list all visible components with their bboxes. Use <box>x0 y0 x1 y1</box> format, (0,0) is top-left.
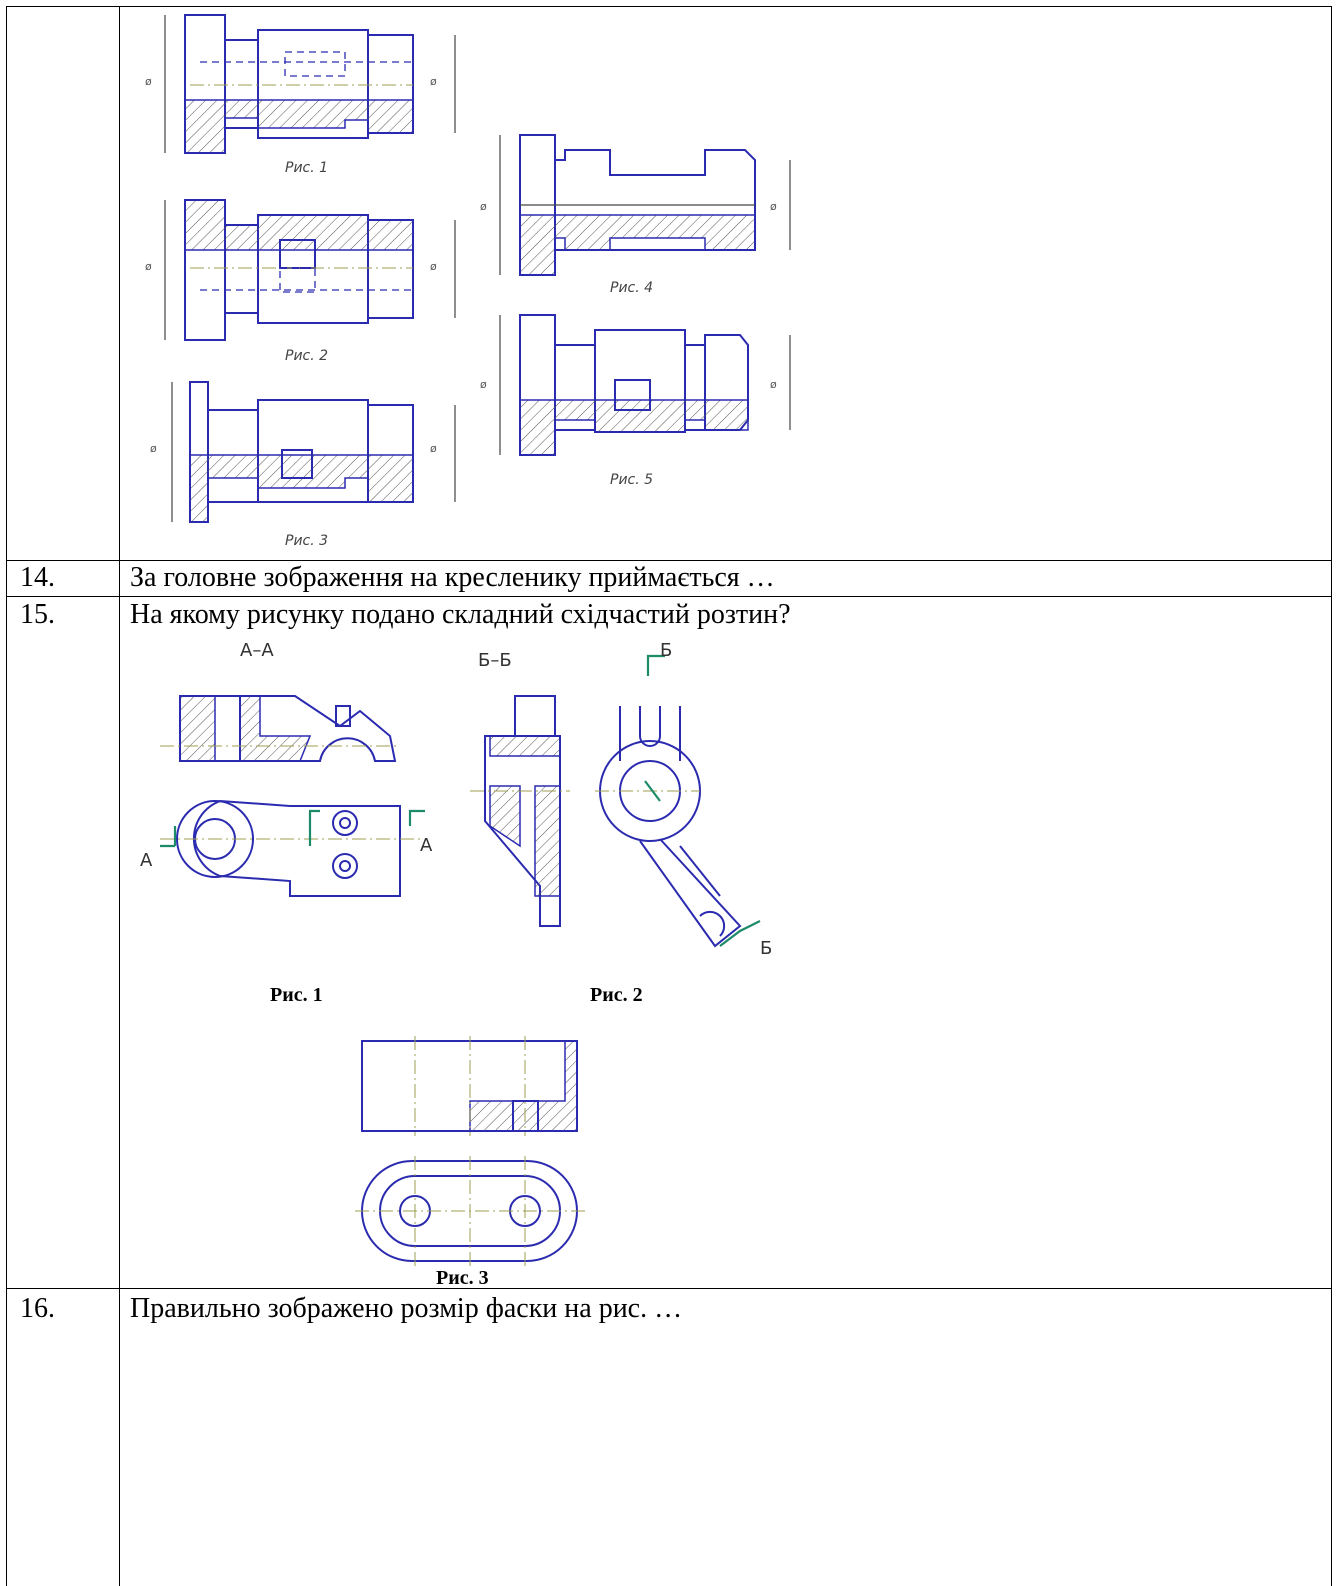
row-divider <box>6 560 1332 561</box>
q15-cut-label-a-left: А <box>140 850 153 871</box>
q13-fig5-caption: Рис. 5 <box>610 472 653 488</box>
q13-fig4-drawing: ø ø <box>480 134 791 276</box>
q13-fig5-diameter-left: ø <box>480 378 487 391</box>
q15-cut-label-a-right: А <box>420 835 433 856</box>
q13-fig3-drawing: ø ø <box>150 381 456 523</box>
q15-fig2-drawing: Б–Б Б Б <box>470 640 772 959</box>
q13-fig1-diameter-left: ø <box>145 75 152 88</box>
q15-section-label-bb: Б–Б <box>478 650 512 671</box>
q13-fig4-caption: Рис. 4 <box>610 280 653 296</box>
q15-fig3-drawing <box>355 1036 585 1266</box>
q15-figures: А–А А А Рис. 1 Б–Б Б <box>140 640 772 1289</box>
q15-fig1-drawing: А–А А А <box>140 640 433 897</box>
question-14-text: За головне зображення на кресленику прий… <box>130 562 775 593</box>
column-divider <box>119 6 120 1586</box>
q13-fig4-diameter-left: ø <box>480 200 487 213</box>
q13-fig1-drawing: ø ø <box>145 14 456 154</box>
q13-fig1-caption: Рис. 1 <box>285 160 328 176</box>
q13-fig2-caption: Рис. 2 <box>285 348 328 364</box>
q15-fig1-caption: Рис. 1 <box>270 984 323 1006</box>
q13-fig3-diameter-left: ø <box>150 442 157 455</box>
q15-cut-label-b-top: Б <box>660 640 672 661</box>
row-divider <box>6 1288 1332 1289</box>
q13-fig2-diameter-left: ø <box>145 260 152 273</box>
row-divider <box>6 596 1332 597</box>
question-table <box>6 6 1332 1586</box>
q13-figures: ø ø Рис. 1 ø ø Рис. 2 ø ø Рис. 3 <box>145 14 791 549</box>
q15-section-label-aa: А–А <box>240 640 274 661</box>
question-15-text: На якому рисунку подано складний східчас… <box>130 599 791 630</box>
q13-fig2-drawing: ø ø <box>145 199 456 341</box>
q13-fig5-diameter-right: ø <box>770 378 777 391</box>
q15-fig2-caption: Рис. 2 <box>590 984 643 1006</box>
row-number-14: 14. <box>20 562 55 593</box>
row-number-15: 15. <box>20 599 55 630</box>
question-16-text: Правильно зображено розмір фаски на рис.… <box>130 1293 683 1324</box>
q13-fig3-caption: Рис. 3 <box>285 533 328 549</box>
q13-fig4-diameter-right: ø <box>770 200 777 213</box>
q13-fig1-diameter-right: ø <box>430 75 437 88</box>
row-number-16: 16. <box>20 1293 55 1324</box>
q13-fig2-diameter-right: ø <box>430 260 437 273</box>
q13-fig5-drawing: ø ø <box>480 314 791 456</box>
q15-cut-label-b-bottom: Б <box>760 938 772 959</box>
q15-fig3-caption: Рис. 3 <box>436 1267 489 1289</box>
q13-fig3-diameter-right: ø <box>430 442 437 455</box>
